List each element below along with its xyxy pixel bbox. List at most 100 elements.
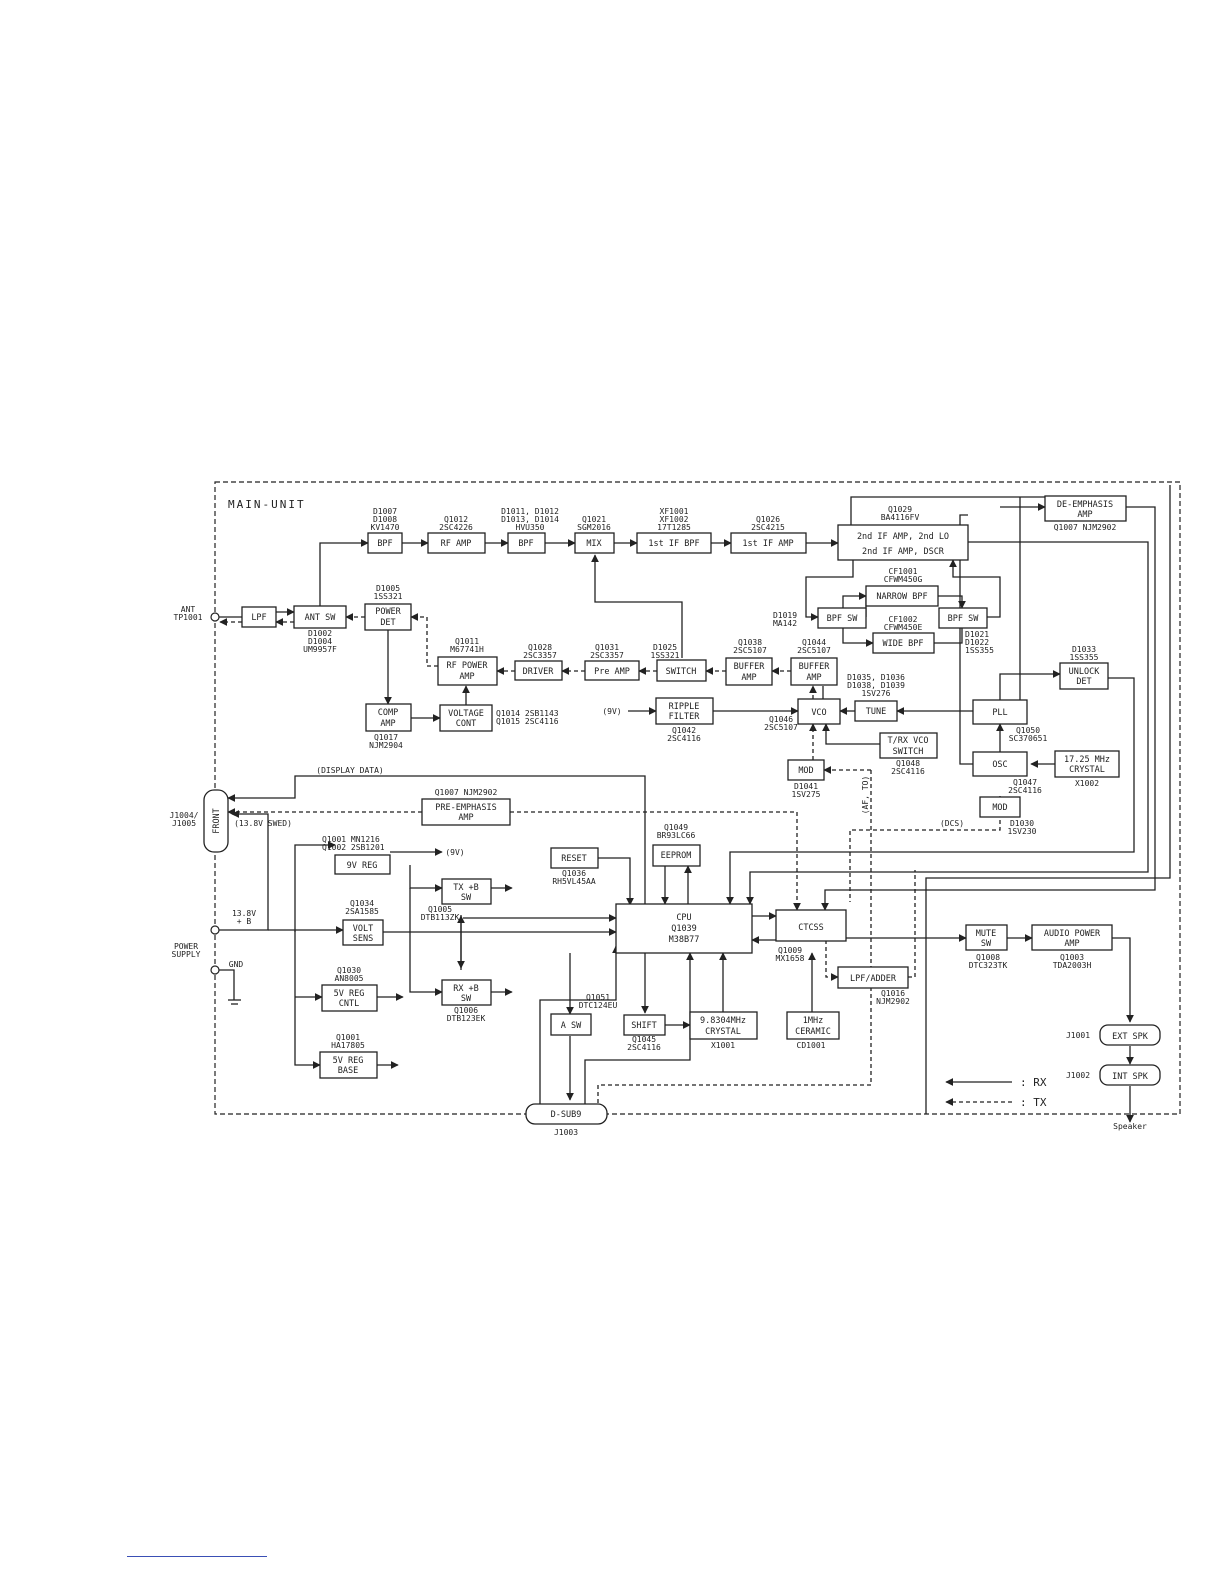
mod2-block: MOD — [979, 796, 1021, 818]
label-x1001: X1001 — [711, 1041, 735, 1050]
label-j1001: J1001 — [1066, 1031, 1090, 1040]
svg-text:COMP: COMP — [378, 708, 398, 718]
svg-text:9.8304MHz: 9.8304MHz — [700, 1016, 746, 1026]
label-j1004: J1004/J1005 — [170, 811, 199, 828]
svg-text:LPF: LPF — [251, 613, 266, 623]
legend-tx: : TX — [1020, 1096, 1047, 1109]
int-spk-block: INT SPK — [1099, 1064, 1161, 1086]
svg-text:MIX: MIX — [586, 539, 602, 549]
svg-text:MOD: MOD — [798, 766, 813, 776]
svg-text:OSC: OSC — [992, 760, 1007, 770]
svg-text:TX +B: TX +B — [453, 883, 479, 893]
svg-text:SWITCH: SWITCH — [666, 667, 697, 677]
reg-9v-block: 9V REG — [334, 854, 391, 875]
label-j1003: J1003 — [554, 1128, 578, 1137]
svg-text:AMP: AMP — [1064, 939, 1079, 949]
gnd-terminal — [210, 965, 220, 975]
svg-text:Pre AMP: Pre AMP — [594, 667, 630, 677]
svg-text:LPF/ADDER: LPF/ADDER — [850, 974, 897, 984]
svg-text:5V REG: 5V REG — [334, 989, 365, 999]
ctcss-block: CTCSS — [775, 909, 847, 942]
svg-text:2nd IF AMP, DSCR: 2nd IF AMP, DSCR — [862, 547, 945, 557]
svg-text:RIPPLE: RIPPLE — [669, 702, 700, 712]
rx-wires — [219, 485, 1171, 1123]
svg-text:BUFFER: BUFFER — [799, 662, 831, 672]
main-unit-title: MAIN-UNIT — [228, 498, 306, 511]
label-cd1001: CD1001 — [797, 1041, 826, 1050]
svg-text:MOD: MOD — [992, 803, 1007, 813]
eeprom-block: EEPROM — [652, 844, 701, 867]
svg-text:CTCSS: CTCSS — [798, 923, 824, 933]
tx-b-sw-block: TX +BSW — [441, 878, 492, 905]
label-af-to: (AF, TO) — [861, 776, 870, 815]
svg-text:VCO: VCO — [811, 708, 826, 718]
label-x1002: X1002 — [1075, 779, 1099, 788]
svg-text:POWER: POWER — [375, 607, 401, 617]
switch-block: SWITCH — [656, 659, 707, 682]
d-sub9-block: D-SUB9 — [525, 1103, 608, 1125]
svg-text:PLL: PLL — [992, 708, 1007, 718]
svg-text:FILTER: FILTER — [669, 712, 701, 722]
svg-text:CONT: CONT — [456, 719, 476, 729]
tx-wires — [219, 613, 1012, 1106]
power-terminal — [210, 925, 220, 935]
osc-block: OSC — [972, 751, 1028, 777]
label-9v-a: (9V) — [602, 707, 621, 716]
svg-text:INT SPK: INT SPK — [1112, 1072, 1149, 1082]
svg-text:FRONT: FRONT — [212, 808, 222, 834]
svg-text:BPF SW: BPF SW — [948, 614, 980, 624]
svg-text:D-SUB9: D-SUB9 — [551, 1110, 582, 1120]
svg-text:DET: DET — [1076, 677, 1091, 687]
main-unit-border — [214, 481, 1181, 1115]
svg-text:VOLT: VOLT — [353, 924, 373, 934]
svg-text:RX +B: RX +B — [453, 984, 479, 994]
svg-text:CRYSTAL: CRYSTAL — [705, 1027, 741, 1037]
svg-text:DE-EMPHASIS: DE-EMPHASIS — [1057, 500, 1113, 510]
svg-text:SW: SW — [981, 939, 992, 949]
svg-text:PRE-EMPHASIS: PRE-EMPHASIS — [435, 803, 496, 813]
label-display-data: (DISPLAY DATA) — [316, 766, 383, 775]
label-j1002: J1002 — [1066, 1071, 1090, 1080]
svg-text:9V REG: 9V REG — [347, 861, 378, 871]
svg-text:AUDIO POWER: AUDIO POWER — [1044, 929, 1101, 939]
rx-b-sw-block: RX +BSW — [441, 979, 492, 1006]
bpf-sw2-block: BPF SW — [938, 607, 988, 629]
svg-text:RF AMP: RF AMP — [441, 539, 472, 549]
svg-text:CRYSTAL: CRYSTAL — [1069, 765, 1105, 775]
